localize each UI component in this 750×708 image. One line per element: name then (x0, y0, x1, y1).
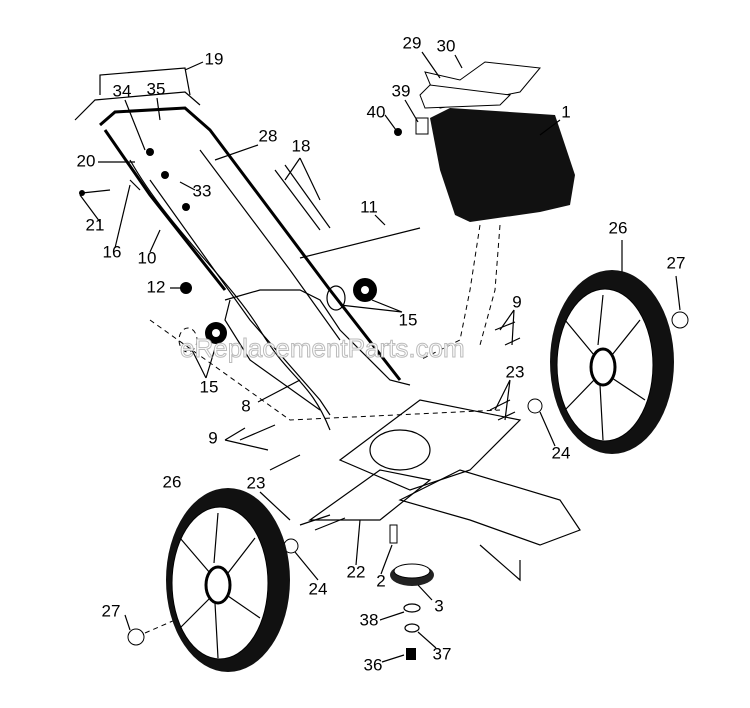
watermark: eReplacementParts.com (180, 333, 465, 363)
callout-18: 18 (292, 136, 311, 155)
callout-15a: 15 (399, 310, 418, 329)
callout-9a: 9 (512, 292, 521, 311)
leader-lines (79, 51, 681, 663)
drive-shaft (419, 224, 501, 361)
callout-29: 29 (403, 33, 422, 52)
callout-38: 38 (360, 610, 379, 629)
callout-12: 12 (147, 277, 166, 296)
callout-23a: 23 (506, 362, 525, 381)
rods (274, 164, 331, 231)
callout-34: 34 (113, 81, 132, 100)
callout-15b: 15 (200, 377, 219, 396)
callout-24a: 24 (552, 443, 571, 462)
engine (394, 61, 575, 222)
callout-30: 30 (437, 36, 456, 55)
callout-27b: 27 (102, 601, 121, 620)
callout-36: 36 (364, 655, 383, 674)
callout-21: 21 (86, 215, 105, 234)
callout-26a: 26 (609, 218, 628, 237)
callout-39: 39 (392, 81, 411, 100)
callout-16: 16 (103, 242, 122, 261)
callout-3: 3 (434, 596, 443, 615)
callout-11: 11 (360, 197, 378, 216)
callout-24b: 24 (309, 579, 328, 598)
wheel-right (550, 270, 674, 454)
callout-10: 10 (138, 248, 157, 267)
callout-22: 22 (347, 562, 366, 581)
callout-labels: 30 29 19 34 35 39 40 1 28 18 20 33 21 16… (77, 33, 686, 674)
callout-8: 8 (241, 396, 250, 415)
callout-1: 1 (561, 102, 570, 121)
deck (149, 319, 581, 582)
callout-40: 40 (367, 102, 386, 121)
callout-26b: 26 (163, 472, 182, 491)
callout-20: 20 (77, 151, 96, 170)
callout-2: 2 (376, 571, 385, 590)
callout-35: 35 (147, 79, 166, 98)
callout-27a: 27 (667, 253, 686, 272)
throttle-cable (129, 159, 331, 431)
callout-9b: 9 (208, 428, 217, 447)
rod-11 (299, 227, 421, 259)
hardware (79, 148, 689, 660)
callout-28: 28 (259, 126, 278, 145)
callout-33: 33 (193, 181, 212, 200)
handle-assembly (74, 67, 411, 416)
callout-37: 37 (433, 644, 452, 663)
callout-19: 19 (205, 49, 224, 68)
callout-23b: 23 (247, 473, 266, 492)
wheel-left (166, 488, 290, 672)
